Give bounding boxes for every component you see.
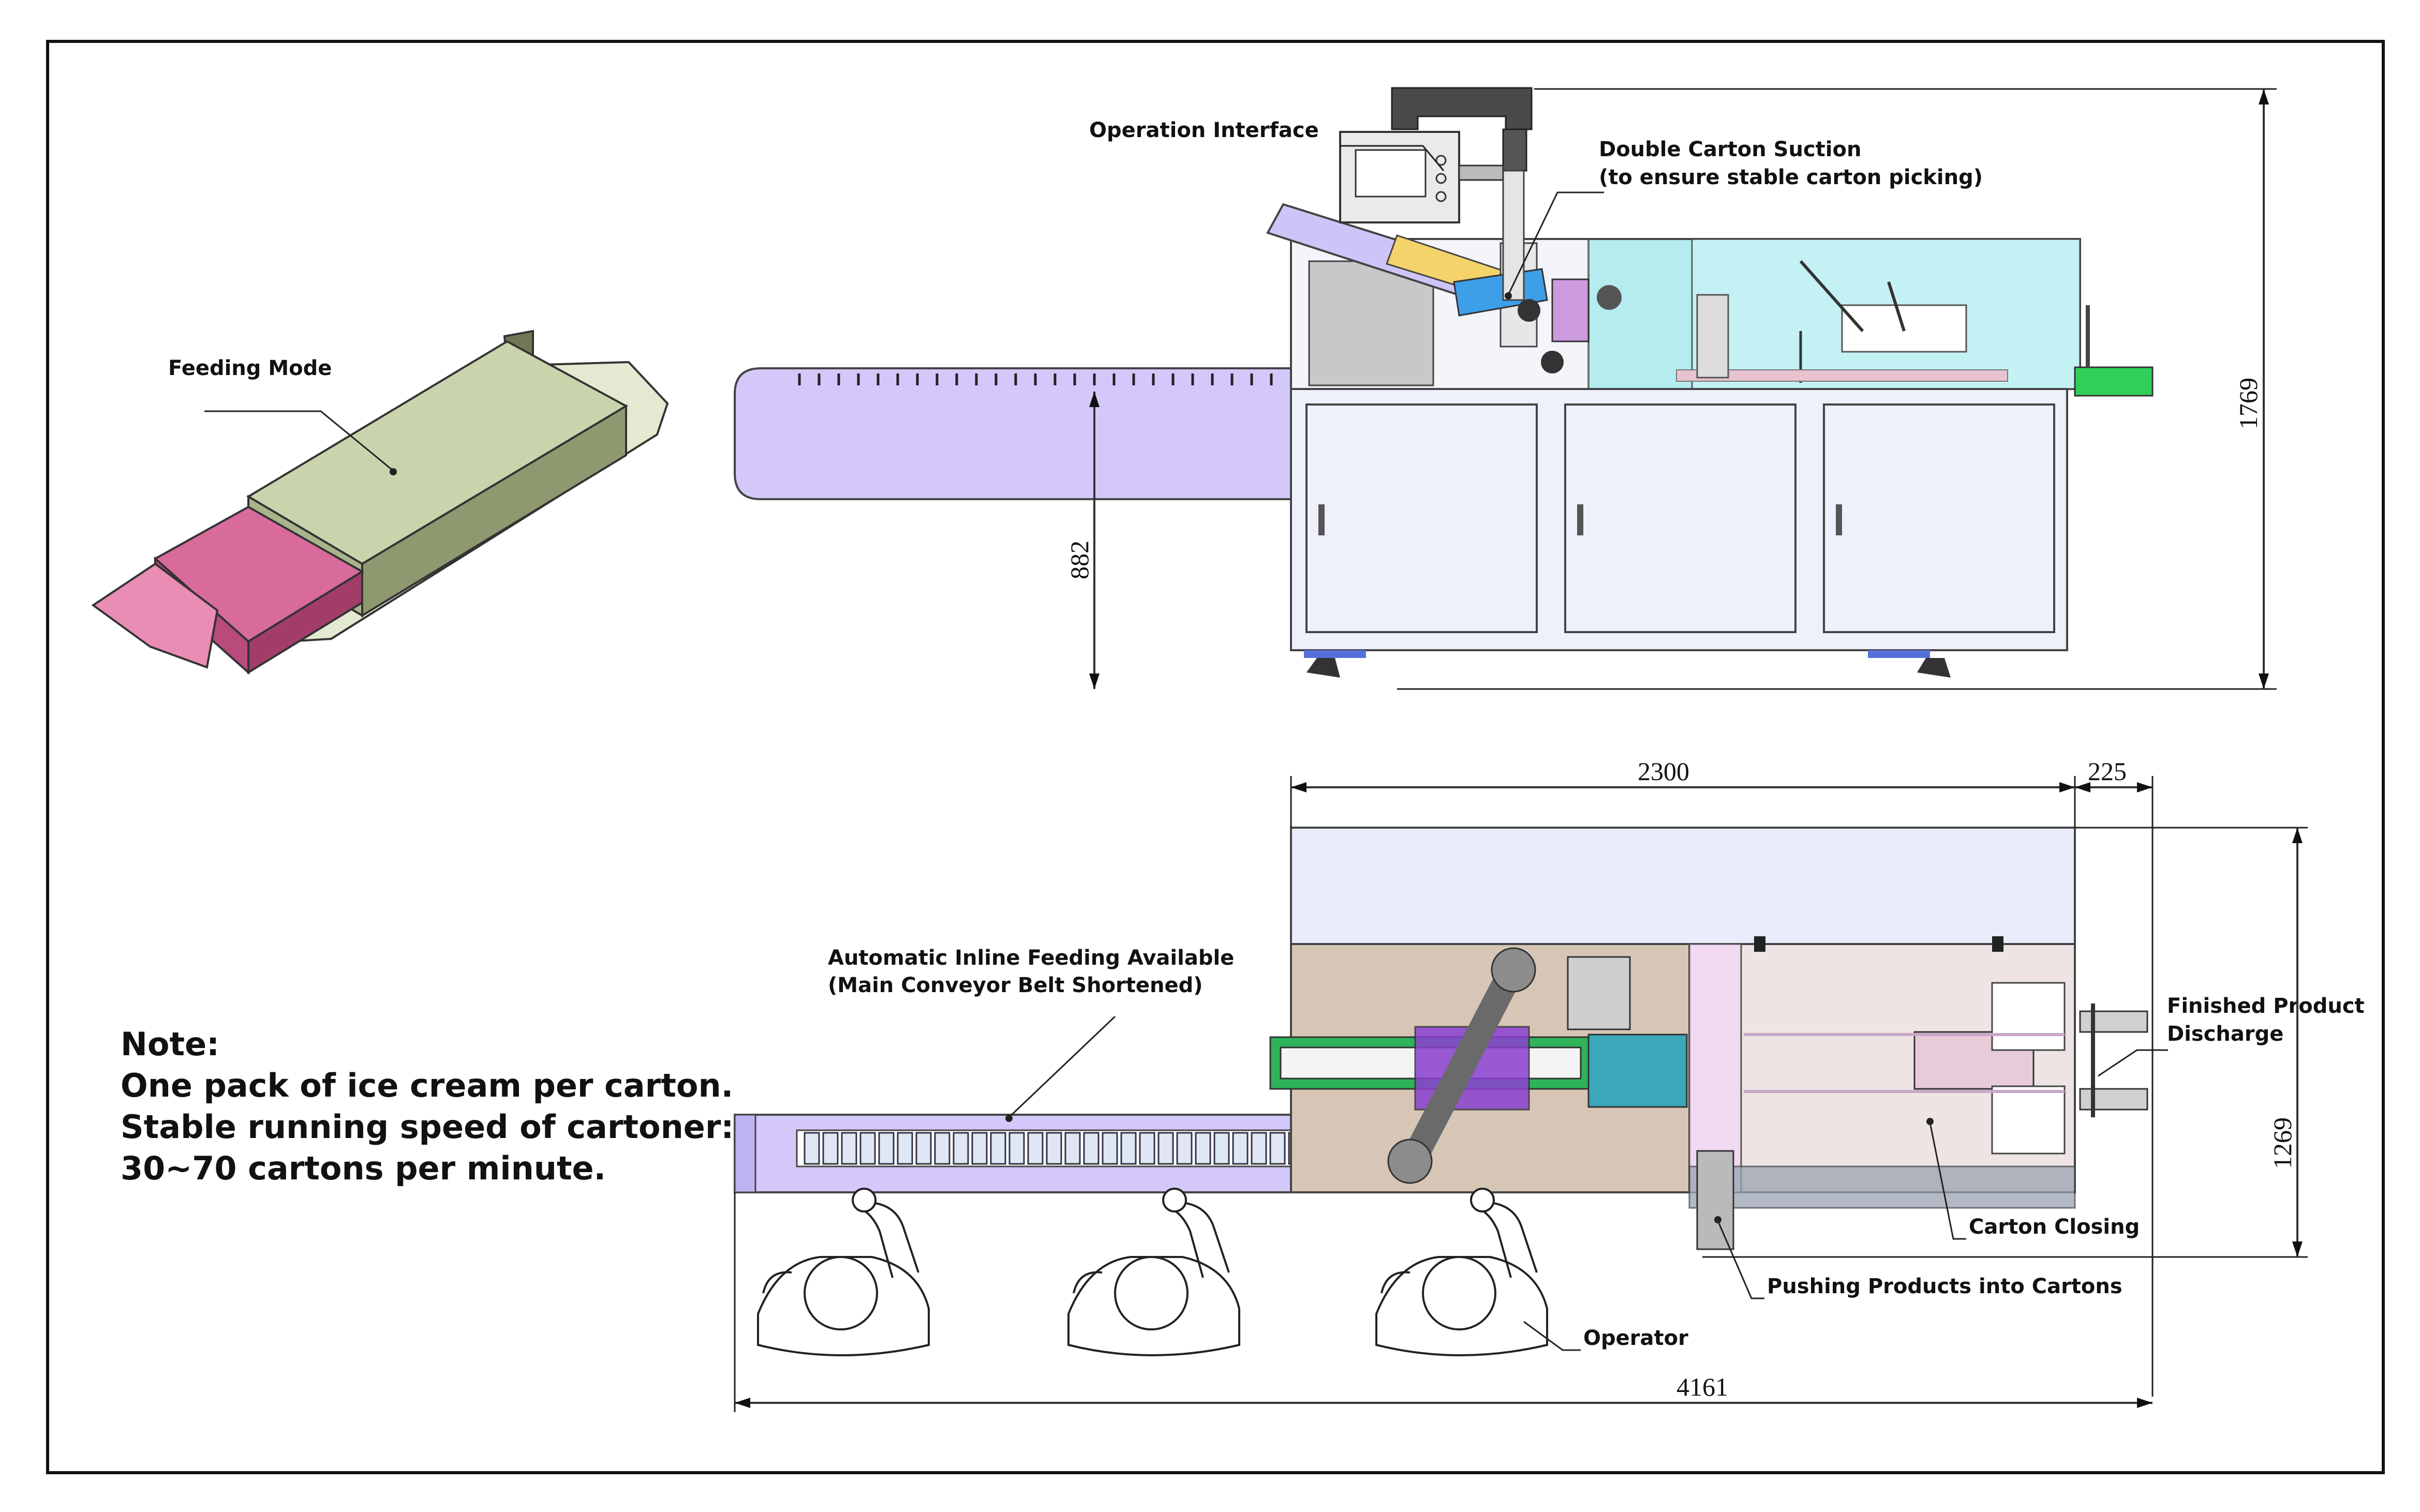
label-finished-1: Finished Product — [2167, 994, 2365, 1018]
conveyor-cell — [841, 1132, 857, 1165]
conveyor-cell — [1195, 1132, 1211, 1165]
label-auto-feed-1: Automatic Inline Feeding Available — [828, 946, 1234, 970]
label-operation-interface: Operation Interface — [1089, 118, 1319, 142]
conveyor-cell — [1102, 1132, 1118, 1165]
label-carton-closing: Carton Closing — [1969, 1215, 2140, 1239]
conveyor-cell — [1083, 1132, 1100, 1165]
conveyor-cell — [1139, 1132, 1155, 1165]
conveyor-cell — [1157, 1132, 1174, 1165]
dimension-length-body: 2300 225 — [1290, 757, 2154, 1397]
conveyor-cell — [804, 1132, 820, 1165]
machine-top-cover — [1290, 827, 2076, 945]
label-double-suction-2: (to ensure stable carton picking) — [1599, 166, 1983, 189]
svg-text:1269: 1269 — [2268, 1117, 2297, 1169]
svg-text:882: 882 — [1065, 541, 1094, 579]
note-line-2: Stable running speed of cartoner: — [121, 1108, 734, 1146]
operator-figure — [1375, 1188, 1548, 1356]
label-double-suction-1: Double Carton Suction — [1599, 138, 1861, 161]
conveyor-cell — [1213, 1132, 1230, 1165]
svg-text:1769: 1769 — [2234, 378, 2263, 429]
dimension-height-total: 1769 — [1397, 88, 2277, 690]
conveyor-cell — [934, 1132, 951, 1165]
note-title: Note: — [121, 1025, 219, 1063]
dimension-length-total: 4161 — [734, 1192, 2152, 1412]
conveyor-cell — [1120, 1132, 1137, 1165]
operator-figure — [757, 1188, 930, 1356]
discharge-guide — [2079, 1010, 2148, 1033]
infeed-conveyor-side — [734, 367, 1295, 500]
dimension-width: 1269 — [1702, 827, 2308, 1258]
conveyor-cell — [859, 1132, 876, 1165]
dimension-height-table: 882 — [1065, 392, 1100, 689]
conveyor-cell — [1027, 1132, 1044, 1165]
label-feeding-mode: Feeding Mode — [168, 356, 332, 380]
svg-text:4161: 4161 — [1676, 1372, 1728, 1401]
label-operator: Operator — [1583, 1326, 1688, 1350]
label-pushing: Pushing Products into Cartons — [1767, 1275, 2122, 1298]
conveyor-cell — [1046, 1132, 1062, 1165]
conveyor-cell — [1269, 1132, 1286, 1165]
conveyor-cell — [878, 1132, 895, 1165]
pusher-arm — [1400, 960, 1524, 1174]
note-line-1: One pack of ice cream per carton. — [121, 1067, 733, 1104]
conveyor-cell — [915, 1132, 932, 1165]
conveyor-cell — [1232, 1132, 1249, 1165]
label-auto-feed-2: (Main Conveyor Belt Shortened) — [828, 974, 1203, 997]
side-elevation-view — [734, 87, 2154, 678]
conveyor-cell — [1176, 1132, 1193, 1165]
operator-figure — [1067, 1188, 1240, 1356]
conveyor-cell — [953, 1132, 969, 1165]
label-finished-2: Discharge — [2167, 1022, 2283, 1046]
note-line-3: 30~70 cartons per minute. — [121, 1149, 606, 1187]
leader-feeding-mode — [204, 410, 394, 472]
conveyor-cell — [1251, 1132, 1267, 1165]
conveyor-cell — [1064, 1132, 1081, 1165]
svg-text:2300: 2300 — [1638, 757, 1689, 786]
conveyor-cell — [897, 1132, 913, 1165]
outfeed-conveyor-side — [2074, 366, 2154, 397]
feeding-mode-illustration — [91, 330, 669, 675]
conveyor-cell — [1008, 1132, 1025, 1165]
conveyor-cell — [990, 1132, 1006, 1165]
conveyor-cell — [971, 1132, 988, 1165]
conveyor-cell — [822, 1132, 839, 1165]
top-view — [734, 827, 2148, 1250]
svg-text:225: 225 — [2088, 757, 2127, 786]
